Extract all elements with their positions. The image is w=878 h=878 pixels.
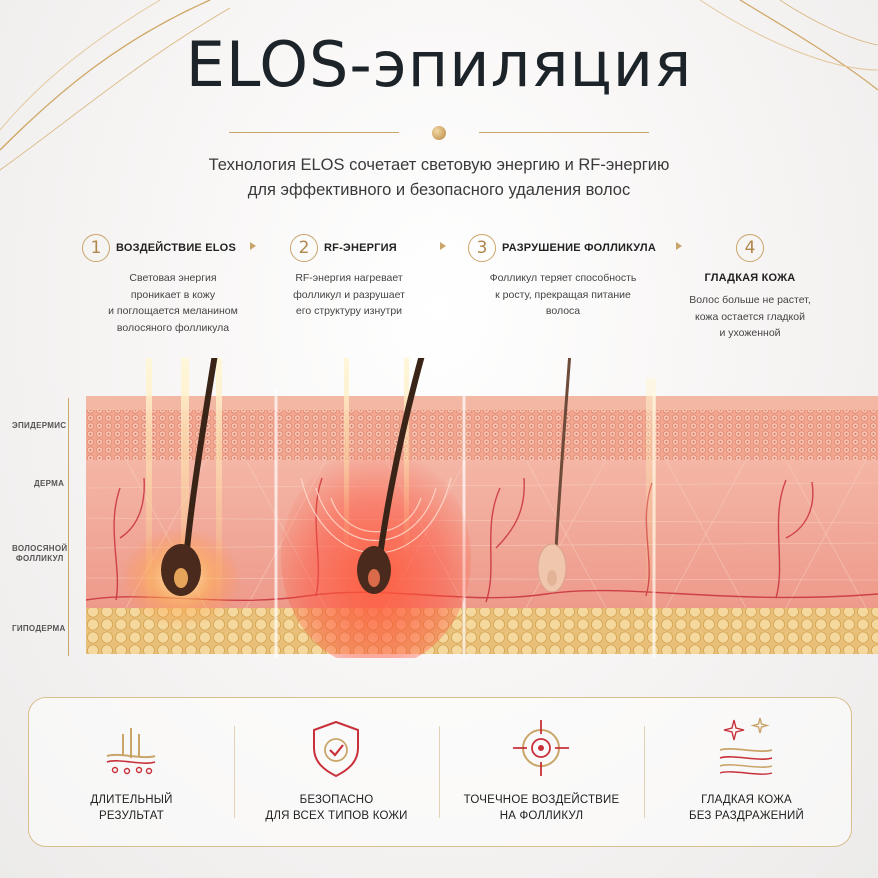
gold-dot-icon <box>432 126 446 140</box>
divider <box>439 726 440 818</box>
step-title: RF-ЭНЕРГИЯ <box>324 242 397 254</box>
layer-label-line: ВОЛОСЯНОЙ <box>12 544 68 553</box>
hair-follicle-icon <box>106 728 156 775</box>
feature-label-line: ТОЧЕЧНОЕ ВОЗДЕЙСТВИЕ <box>463 794 620 806</box>
step-description: RF-энергия нагревает фолликул и разрушае… <box>254 270 444 320</box>
layer-bracket <box>68 398 69 656</box>
feature-long-result: ДЛИТЕЛЬНЫЙ РЕЗУЛЬТАТ <box>29 698 234 846</box>
step-number: 3 <box>468 234 496 262</box>
feature-label-line: РЕЗУЛЬТАТ <box>98 810 164 822</box>
title-divider <box>229 126 649 140</box>
layer-label-follicle: ВОЛОСЯНОЙ ФОЛЛИКУЛ <box>12 544 67 564</box>
step-text-line: кожа остается гладкой <box>695 310 805 323</box>
benefits-card: ДЛИТЕЛЬНЫЙ РЕЗУЛЬТАТ БЕЗОПАСНО ДЛЯ ВСЕХ … <box>28 697 852 847</box>
step-text-line: RF-энергия нагревает <box>295 272 403 284</box>
arrow-right-icon <box>250 242 256 250</box>
feature-smooth-skin: ГЛАДКАЯ КОЖА БЕЗ РАЗДРАЖЕНИЙ <box>644 698 849 846</box>
step-text-line: проникает в кожу <box>130 288 216 301</box>
step-2: 2 RF-ЭНЕРГИЯ RF-энергия нагревает фоллик… <box>290 232 490 320</box>
step-1: 1 ВОЗДЕЙСТВИЕ ELOS Световая энергия прон… <box>78 232 278 336</box>
step-text-line: волоса <box>545 305 581 317</box>
feature-targeted: ТОЧЕЧНОЕ ВОЗДЕЙСТВИЕ НА ФОЛЛИКУЛ <box>439 698 644 846</box>
feature-label: ГЛАДКАЯ КОЖА БЕЗ РАЗДРАЖЕНИЙ <box>644 792 849 824</box>
divider <box>644 726 645 818</box>
divider <box>234 726 235 818</box>
layer-label-hypodermis: ГИПОДЕРМА <box>12 624 66 633</box>
feature-label-line: НА ФОЛЛИКУЛ <box>499 810 584 822</box>
step-description: Фолликул теряет способность к росту, пре… <box>468 270 658 320</box>
feature-label-line: БЕЗОПАСНО <box>299 794 374 806</box>
feature-label: ТОЧЕЧНОЕ ВОЗДЕЙСТВИЕ НА ФОЛЛИКУЛ <box>439 792 644 824</box>
feature-label-line: БЕЗ РАЗДРАЖЕНИЙ <box>689 810 804 822</box>
step-number: 2 <box>290 234 318 262</box>
step-text-line: его структуру изнутри <box>295 305 403 317</box>
subtitle-line: для эффективного и безопасного удаления … <box>247 181 631 199</box>
smooth-skin-icon <box>719 717 773 775</box>
layer-label-dermis: ДЕРМА <box>34 479 65 488</box>
step-3: 3 РАЗРУШЕНИЕ ФОЛЛИКУЛА Фолликул теряет с… <box>468 232 668 320</box>
subtitle-line: Технология ELOS сочетает световую энерги… <box>208 156 670 174</box>
skin-cross-section <box>86 358 878 658</box>
step-4: 4 ГЛАДКАЯ КОЖА Волос больше не растет, к… <box>670 232 870 342</box>
feature-label-line: ГЛАДКАЯ КОЖА <box>701 794 792 806</box>
feature-label-line: ДЛИТЕЛЬНЫЙ <box>90 794 173 806</box>
step-description: Световая энергия проникает в кожу и погл… <box>78 270 268 336</box>
subtitle: Технология ELOS сочетает световую энерги… <box>0 153 878 203</box>
arrow-right-icon <box>440 242 446 250</box>
feature-safe: БЕЗОПАСНО ДЛЯ ВСЕХ ТИПОВ КОЖИ <box>234 698 439 846</box>
shield-check-icon <box>313 720 359 778</box>
step-text-line: Световая энергия <box>129 272 217 284</box>
step-text-line: волосяного фолликула <box>116 321 230 334</box>
process-steps: 1 ВОЗДЕЙСТВИЕ ELOS Световая энергия прон… <box>0 232 878 352</box>
step-text-line: фолликул и разрушает <box>293 288 405 301</box>
step-title: ВОЗДЕЙСТВИЕ ELOS <box>116 242 236 254</box>
step-text-line: Фолликул теряет способность <box>489 272 637 284</box>
step-number: 1 <box>82 234 110 262</box>
step-text-line: и ухоженной <box>719 327 781 339</box>
step-text-line: к росту, прекращая питание <box>495 288 631 301</box>
feature-label: БЕЗОПАСНО ДЛЯ ВСЕХ ТИПОВ КОЖИ <box>234 792 439 824</box>
target-icon <box>513 720 569 776</box>
step-title: ГЛАДКАЯ КОЖА <box>704 272 796 284</box>
arrow-right-icon <box>676 242 682 250</box>
step-description: Волос больше не растет, кожа остается гл… <box>670 292 830 342</box>
step-text-line: Волос больше не растет, <box>689 294 811 306</box>
layer-label-epidermis: ЭПИДЕРМИС <box>12 421 67 430</box>
feature-label: ДЛИТЕЛЬНЫЙ РЕЗУЛЬТАТ <box>29 792 234 824</box>
feature-label-line: ДЛЯ ВСЕХ ТИПОВ КОЖИ <box>265 810 408 822</box>
page-title: ELOS-эпиляция <box>185 28 693 101</box>
layer-label-line: ФОЛЛИКУЛ <box>15 554 64 563</box>
step-number: 4 <box>736 234 764 262</box>
step-title: РАЗРУШЕНИЕ ФОЛЛИКУЛА <box>502 242 656 254</box>
step-text-line: и поглощается меланином <box>108 305 238 317</box>
